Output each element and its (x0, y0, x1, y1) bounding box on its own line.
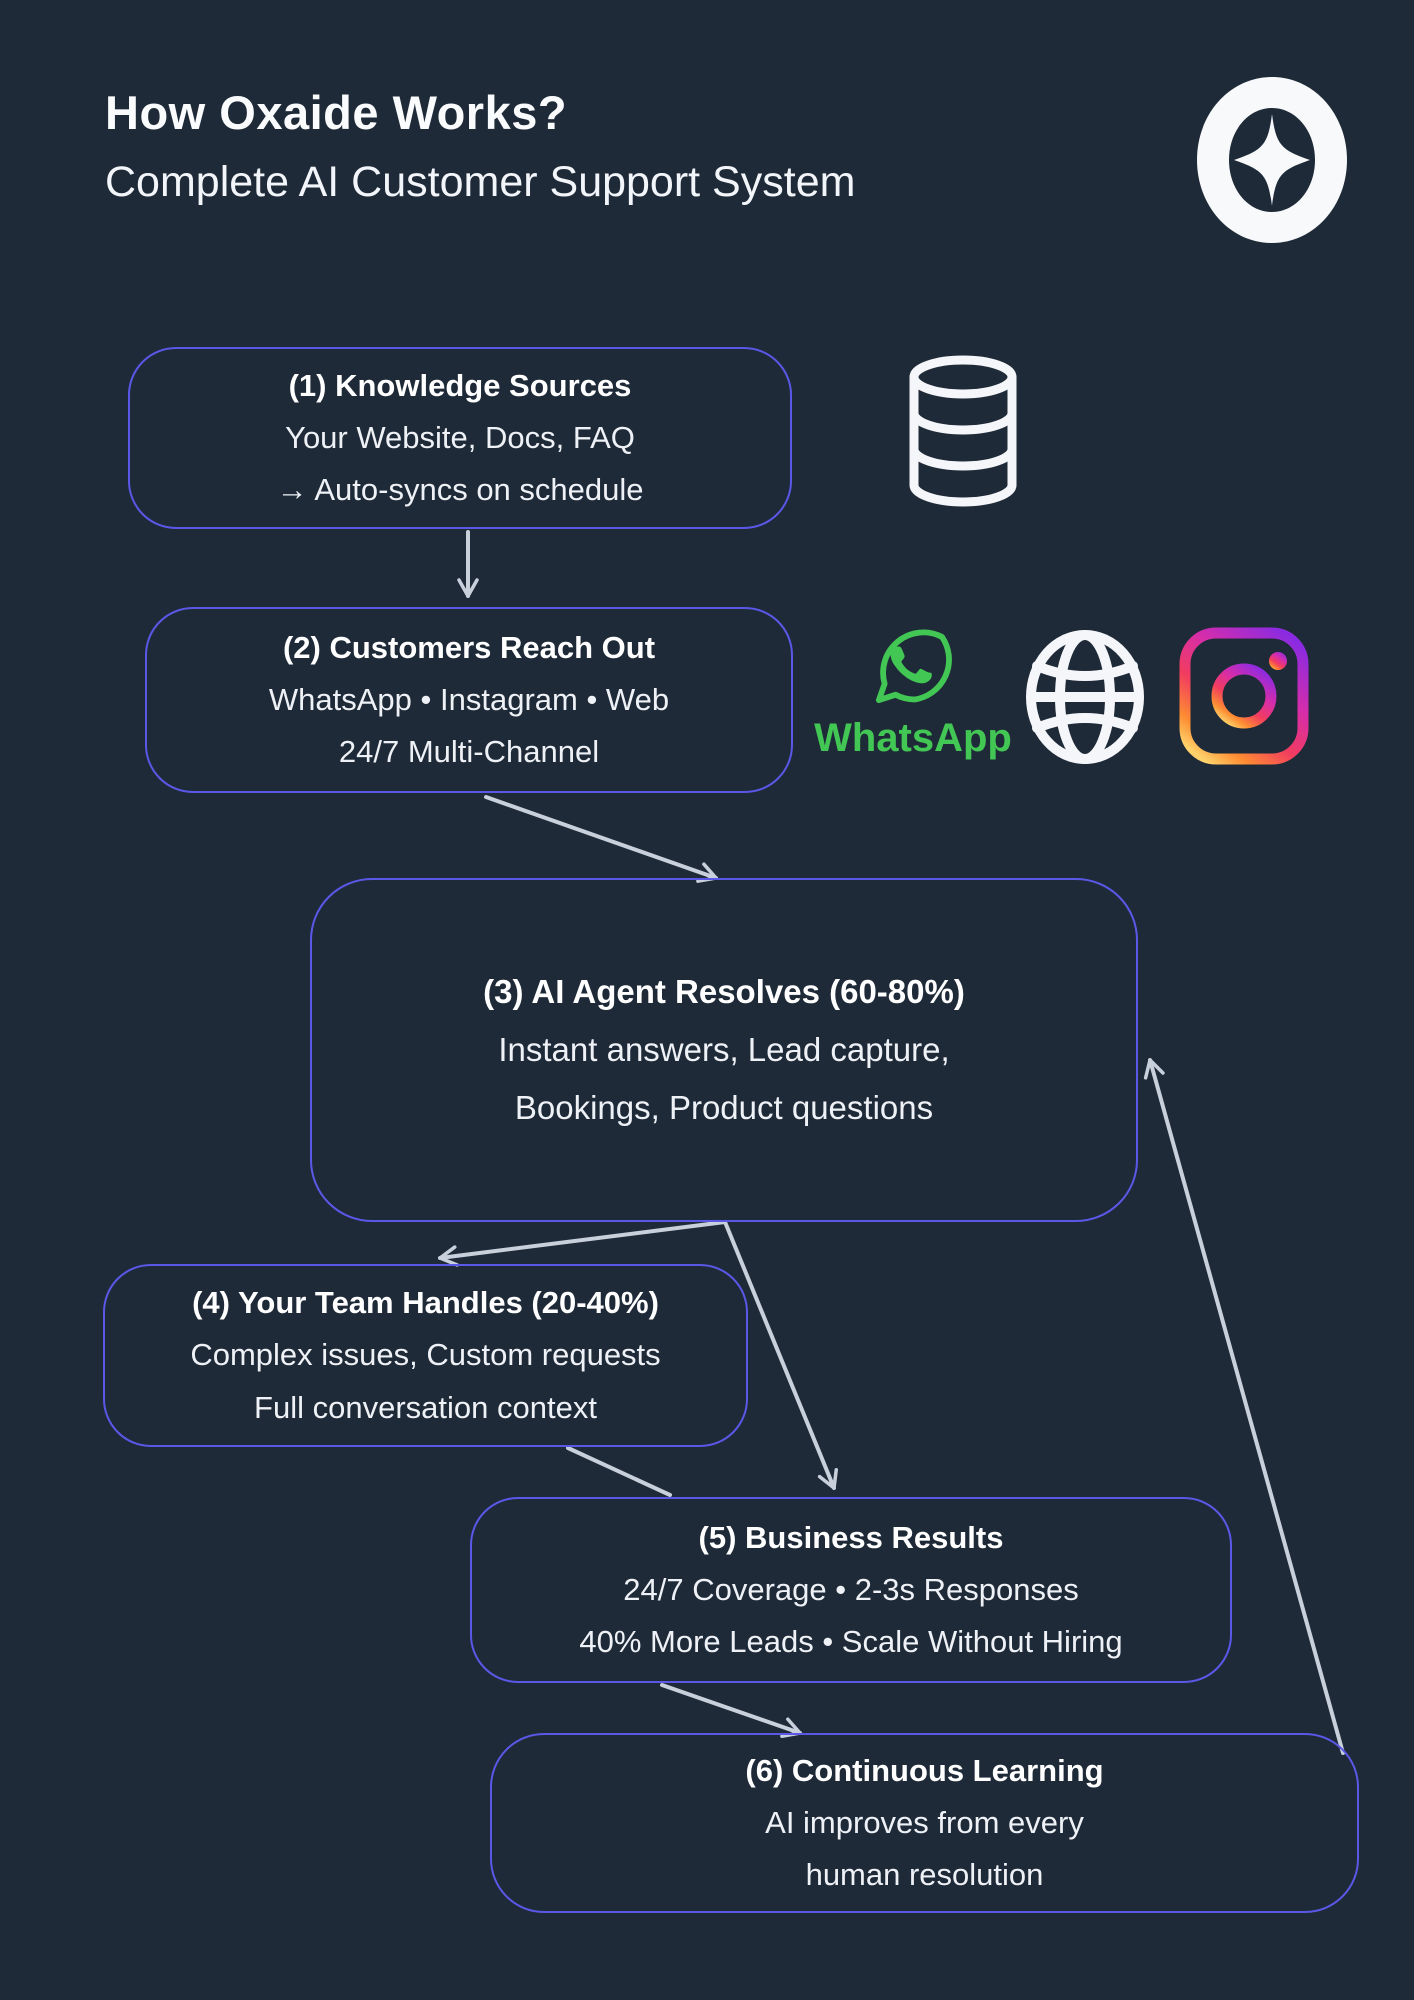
box-title: (5) Business Results (698, 1519, 1004, 1555)
arrow-box3-to-box4 (438, 1220, 727, 1267)
box-line: Instant answers, Lead capture, (498, 1031, 950, 1069)
box-title: (3) AI Agent Resolves (60-80%) (483, 973, 965, 1011)
box-title: (6) Continuous Learning (745, 1752, 1104, 1788)
database-cylinder-icon (909, 355, 1017, 507)
whatsapp-label: WhatsApp (814, 716, 1012, 760)
whatsapp-icon (875, 629, 952, 704)
page-subtitle: Complete AI Customer Support System (105, 157, 856, 206)
flow-box-team-handles: (4) Your Team Handles (20-40%) Complex i… (103, 1264, 748, 1447)
box-line: 24/7 Multi-Channel (338, 734, 600, 770)
box-line: Your Website, Docs, FAQ (285, 419, 635, 455)
box-line: Complex issues, Custom requests (190, 1337, 661, 1373)
oxaide-sparkle-logo-icon (1197, 77, 1347, 243)
box-line: Full conversation context (254, 1389, 597, 1425)
box-line: human resolution (805, 1857, 1044, 1893)
box-title: (1) Knowledge Sources (288, 367, 632, 403)
page-title: How Oxaide Works? (105, 86, 568, 139)
arrow-box2-to-box3 (484, 795, 718, 883)
box-title: (4) Your Team Handles (20-40%) (192, 1285, 659, 1321)
box-line: WhatsApp • Instagram • Web (268, 681, 670, 717)
flow-box-knowledge-sources: (1) Knowledge Sources Your Website, Docs… (128, 347, 792, 529)
flow-box-ai-agent-resolves: (3) AI Agent Resolves (60-80%) Instant a… (310, 878, 1138, 1222)
box-line: 24/7 Coverage • 2-3s Responses (623, 1571, 1079, 1607)
flow-box-business-results: (5) Business Results 24/7 Coverage • 2-3… (470, 1497, 1232, 1683)
header: How Oxaide Works? Complete AI Customer S… (105, 84, 855, 208)
box-line: Bookings, Product questions (514, 1088, 934, 1126)
flow-box-customers-reach-out: (2) Customers Reach Out WhatsApp • Insta… (145, 607, 793, 793)
box-line: 40% More Leads • Scale Without Hiring (579, 1624, 1123, 1660)
arrow-box5-to-box6 (660, 1683, 802, 1738)
connector-box4-to-box5 (566, 1446, 672, 1497)
box-line: → Auto-syncs on schedule (276, 472, 644, 508)
flow-box-continuous-learning: (6) Continuous Learning AI improves from… (490, 1733, 1359, 1913)
instagram-icon (1179, 627, 1309, 765)
globe-icon (1026, 630, 1144, 764)
box-line: AI improves from every (765, 1804, 1084, 1840)
box-title: (2) Customers Reach Out (282, 629, 656, 665)
